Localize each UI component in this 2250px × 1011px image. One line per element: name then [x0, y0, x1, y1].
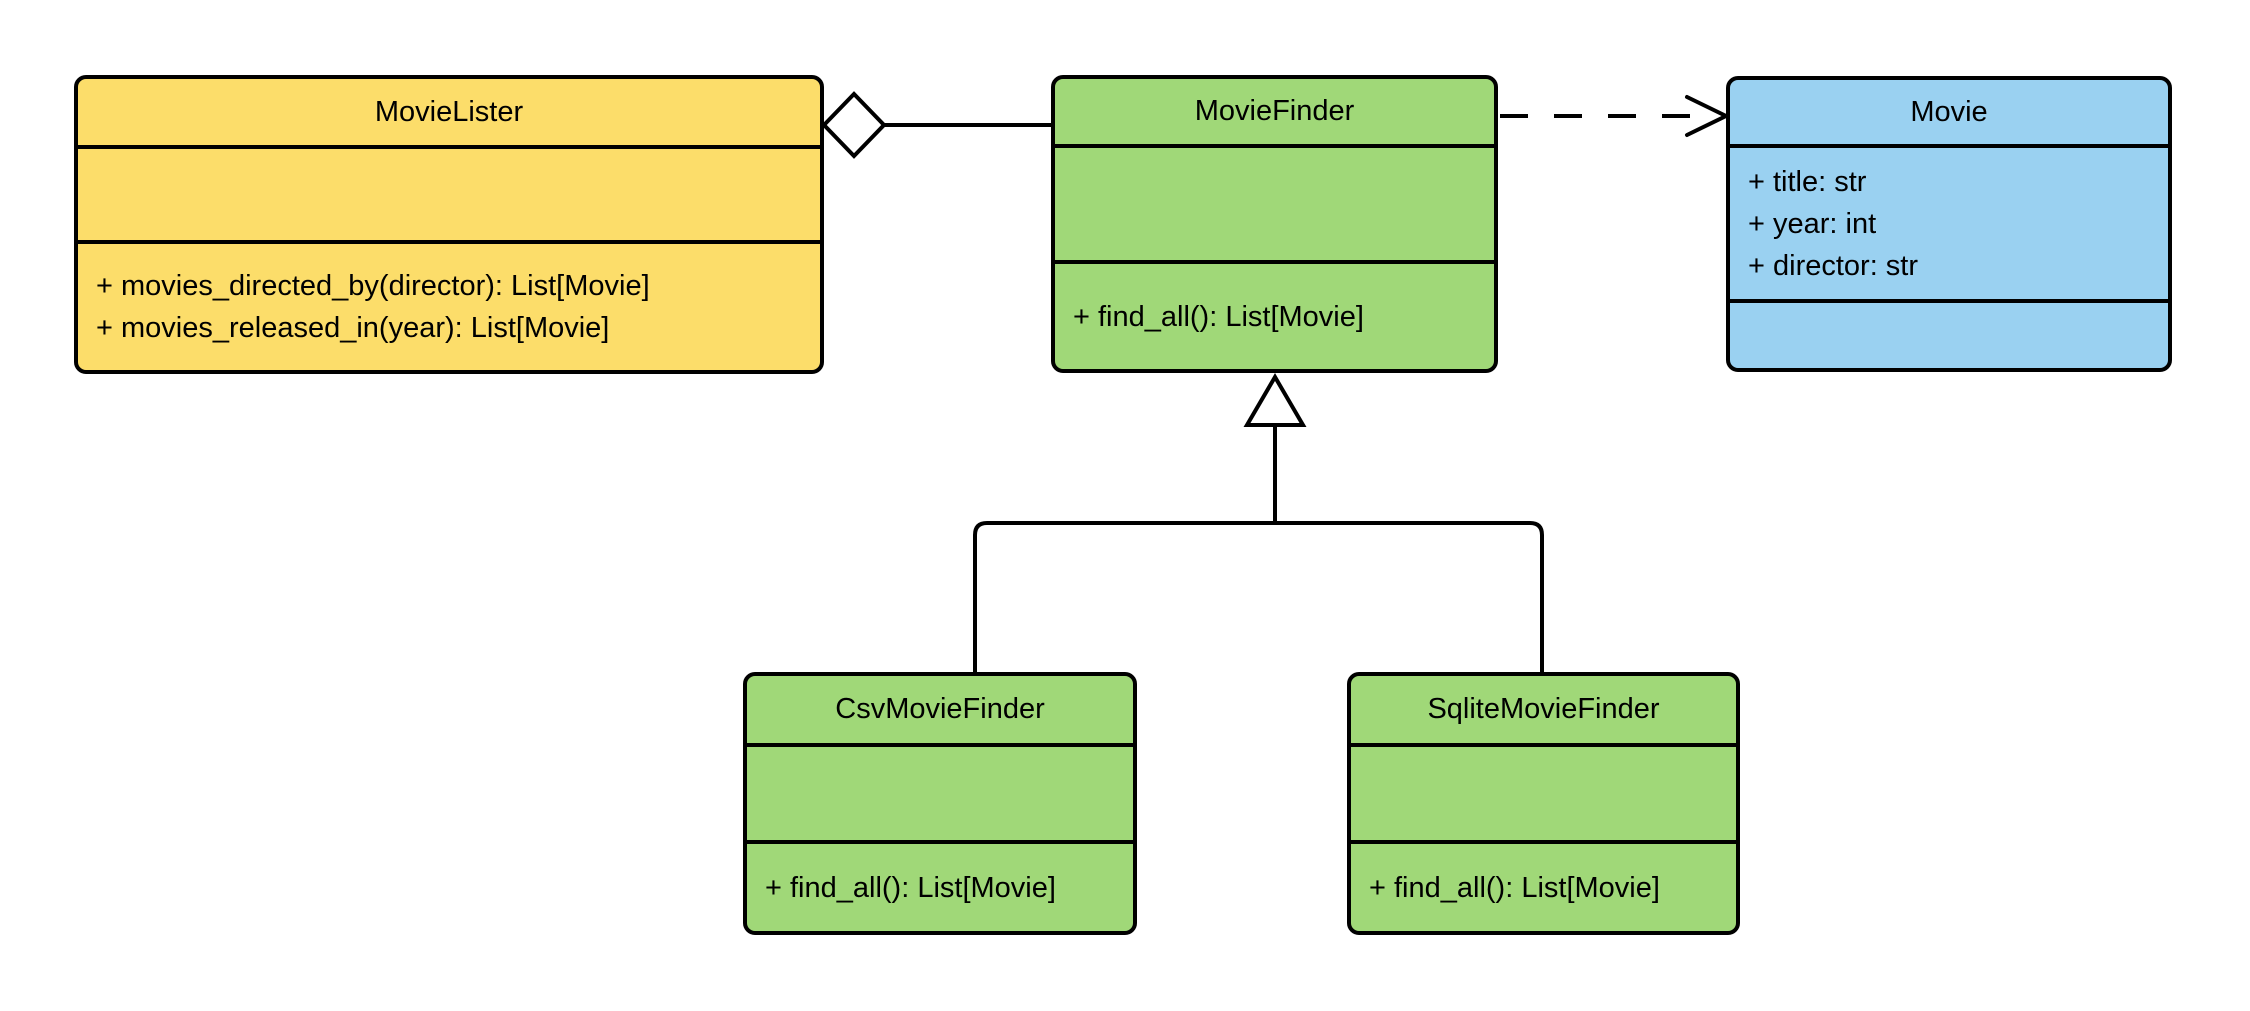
class-member-text: + movies_directed_by(director): List[Mov…: [96, 270, 650, 302]
aggregation-connector[interactable]: [821, 91, 1053, 159]
class-attributes-sqlitemoviefinder: [1351, 743, 1736, 840]
class-title-moviefinder: MovieFinder: [1194, 95, 1355, 127]
class-title-sqlitemoviefinder: SqliteMovieFinder: [1427, 693, 1660, 725]
inheritance-tree-line: [973, 521, 1544, 673]
class-title-movielister: MovieLister: [374, 95, 524, 128]
class-member-text: + find_all(): List[Movie]: [1073, 300, 1364, 333]
class-member-text: + year: int: [1748, 207, 1877, 240]
class-methods-movielister: + movies_directed_by(director): List[Mov…: [78, 240, 820, 370]
class-attributes-csvmoviefinder: [747, 743, 1133, 840]
class-box-movie[interactable]: Movie + title: str + year: int + director:…: [1726, 76, 2172, 372]
class-attributes-movielister: [78, 145, 820, 240]
aggregation-diamond-icon: [821, 91, 887, 159]
class-box-csvmoviefinder[interactable]: CsvMovieFinder + find_all(): List[Movie]: [743, 672, 1137, 935]
class-member-text: + title: str: [1748, 165, 1867, 198]
class-title-csvmoviefinder: CsvMovieFinder: [835, 693, 1045, 725]
class-attributes-movie: + title: str + year: int + director: str: [1730, 144, 2168, 299]
class-title-movie: Movie: [1910, 95, 1988, 128]
class-attributes-moviefinder: [1055, 144, 1494, 260]
class-methods-sqlitemoviefinder: + find_all(): List[Movie]: [1351, 840, 1736, 931]
dependency-arrowhead-icon: [1685, 95, 1731, 137]
class-member-text: + find_all(): List[Movie]: [765, 871, 1056, 904]
class-member-text: + movies_released_in(year): List[Movie]: [96, 312, 610, 344]
class-methods-csvmoviefinder: + find_all(): List[Movie]: [747, 840, 1133, 931]
dependency-connector[interactable]: [1500, 95, 1731, 137]
class-member-text: + find_all(): List[Movie]: [1369, 871, 1660, 904]
class-box-movielister[interactable]: MovieLister + movies_directed_by(directo…: [74, 75, 824, 374]
class-methods-movie: [1730, 299, 2168, 368]
class-member-text: + director: str: [1748, 249, 1919, 282]
class-methods-moviefinder: + find_all(): List[Movie]: [1055, 260, 1494, 369]
inheritance-triangle-icon: [1243, 373, 1307, 427]
inheritance-connector[interactable]: [973, 373, 1544, 673]
class-box-moviefinder[interactable]: MovieFinder + find_all(): List[Movie]: [1051, 75, 1498, 373]
class-box-sqlitemoviefinder[interactable]: SqliteMovieFinder + find_all(): List[Mov…: [1347, 672, 1740, 935]
